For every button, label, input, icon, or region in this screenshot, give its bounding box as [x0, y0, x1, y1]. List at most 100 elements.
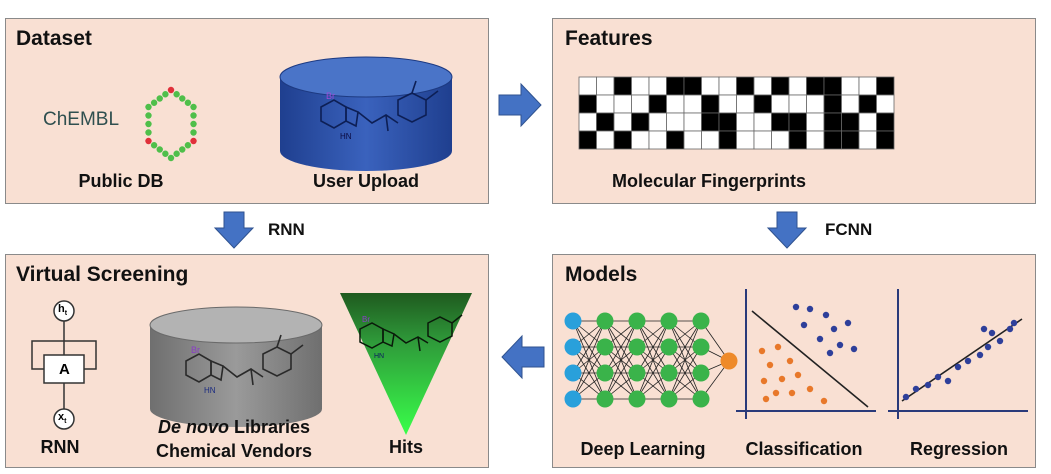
svg-text:Br: Br: [362, 315, 370, 324]
nn-node: [692, 338, 710, 356]
chembl-dot: [167, 154, 175, 162]
fingerprint-bit: [736, 112, 755, 132]
regression-point: [976, 351, 984, 359]
fingerprint-bit: [823, 130, 842, 150]
svg-text:Br: Br: [191, 345, 200, 355]
rnn-node-bottom: xt: [58, 411, 66, 425]
rnn-node-bottom-sub: t: [64, 418, 67, 426]
virtual-screening-title: Virtual Screening: [16, 263, 189, 286]
nn-edge: [604, 346, 638, 400]
fingerprint-bit: [753, 112, 772, 132]
nn-node: [596, 364, 614, 382]
class-b-point: [758, 347, 766, 355]
fingerprint-bit: [858, 94, 877, 114]
svg-text:Br: Br: [326, 91, 335, 101]
fingerprint-bit: [806, 112, 825, 132]
regression-point: [984, 343, 992, 351]
models-title: Models: [565, 263, 638, 286]
chembl-dot: [156, 95, 163, 102]
fingerprint-bit: [683, 94, 702, 114]
regression-point: [988, 329, 996, 337]
nn-node: [628, 338, 646, 356]
fingerprint-bit: [683, 76, 702, 96]
nn-node: [628, 312, 646, 330]
class-a-point: [816, 335, 824, 343]
chembl-dot: [145, 137, 152, 145]
fingerprint-bit: [631, 130, 650, 150]
fingerprint-bit: [823, 76, 842, 96]
fingerprint-bit: [771, 94, 790, 114]
nn-node: [564, 390, 582, 408]
fingerprint-bit: [771, 130, 790, 150]
nn-node: [596, 312, 614, 330]
fingerprint-bit: [753, 130, 772, 150]
regression-point: [1006, 325, 1014, 333]
fingerprint-bit: [718, 94, 737, 114]
fingerprint-bit: [858, 76, 877, 96]
class-b-point: [786, 357, 794, 365]
fingerprint-bit: [683, 112, 702, 132]
chembl-dot: [179, 95, 186, 102]
fingerprint-bit: [648, 94, 667, 114]
chembl-dot: [167, 86, 175, 94]
user-upload-label: User Upload: [312, 171, 420, 191]
fingerprint-bit: [648, 76, 667, 96]
denovo-libraries-label: De novo Libraries: [134, 417, 334, 438]
fingerprint-bit: [858, 112, 877, 132]
class-a-point: [792, 303, 800, 311]
nn-edge: [636, 346, 670, 400]
nn-edge: [604, 320, 638, 374]
models-panel: Models Deep Learning Classification Regr…: [552, 254, 1036, 468]
fingerprint-bit: [578, 130, 597, 150]
fingerprint-bit: [876, 112, 895, 132]
rnn-node-top-main: h: [58, 303, 65, 315]
virtual-screening-panel: Virtual Screening ht A xt RNN: [5, 254, 489, 468]
chembl-dot: [145, 120, 152, 128]
nn-node: [660, 390, 678, 408]
fingerprint-bit: [718, 112, 737, 132]
fingerprint-bit: [701, 94, 720, 114]
fingerprint-grid: [578, 76, 895, 150]
fingerprint-bit: [736, 130, 755, 150]
class-a-point: [826, 349, 834, 357]
fingerprint-bit: [788, 130, 807, 150]
chembl-dot: [184, 142, 192, 149]
regression-point: [902, 393, 910, 401]
nn-node: [720, 352, 738, 370]
class-b-point: [788, 389, 796, 397]
fingerprint-bit: [876, 76, 895, 96]
dataset-title: Dataset: [16, 27, 92, 50]
fingerprint-bit: [648, 130, 667, 150]
nn-edge: [572, 346, 606, 400]
class-a-point: [830, 325, 838, 333]
fingerprint-bit: [578, 94, 597, 114]
nn-node: [564, 338, 582, 356]
down-arrow-right-icon: [766, 211, 808, 249]
nn-node: [564, 364, 582, 382]
svg-text:HN: HN: [340, 132, 352, 141]
regression-point: [964, 357, 972, 365]
fingerprint-bit: [788, 76, 807, 96]
nn-edge: [636, 320, 670, 374]
fingerprint-bit: [666, 76, 685, 96]
hits-label: Hits: [388, 437, 423, 457]
chembl-dot: [150, 142, 158, 149]
fingerprint-bit: [613, 130, 632, 150]
neural-network-icon: [564, 312, 738, 408]
fingerprint-bit: [806, 76, 825, 96]
fcnn-arrow-label: FCNN: [825, 220, 873, 239]
regression-point: [934, 373, 942, 381]
chembl-dot: [190, 137, 197, 145]
fingerprint-bit: [613, 112, 632, 132]
fingerprint-bit: [596, 130, 615, 150]
chembl-ring-icon: [145, 86, 197, 162]
nn-edge: [572, 320, 606, 400]
fingerprint-bit: [876, 94, 895, 114]
chembl-dot: [145, 103, 152, 111]
rnn-node-bottom-main: x: [58, 411, 65, 423]
class-b-point: [778, 375, 786, 383]
regression-label: Regression: [909, 439, 1009, 459]
fingerprint-bit: [841, 76, 860, 96]
class-b-point: [772, 389, 780, 397]
nn-edge: [668, 320, 702, 400]
